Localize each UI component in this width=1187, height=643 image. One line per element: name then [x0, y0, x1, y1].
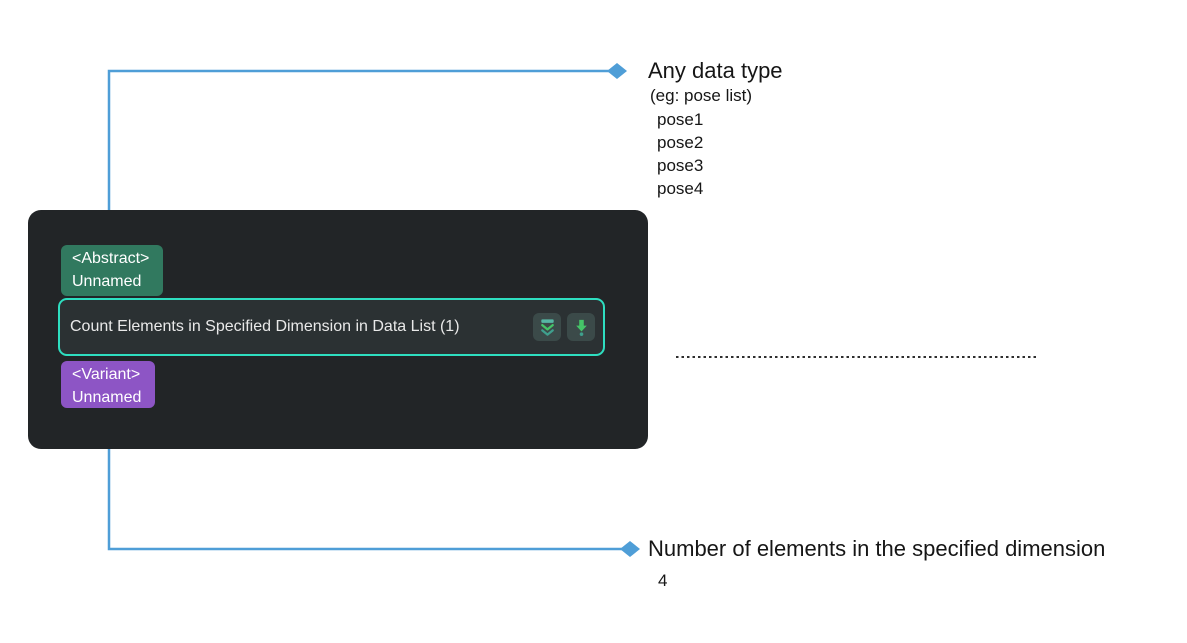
- input-anno-diamond: [607, 63, 627, 79]
- output-port-badge[interactable]: <Variant> Unnamed: [61, 361, 155, 408]
- input-port-badge[interactable]: <Abstract> Unnamed: [61, 245, 163, 296]
- list-item: pose4: [657, 179, 704, 198]
- step-node[interactable]: <Abstract> Unnamed Count Elements in Spe…: [28, 210, 648, 449]
- input-port-name: Unnamed: [72, 273, 142, 290]
- input-annotation-subtitle: (eg: pose list): [650, 86, 753, 105]
- output-annotation-value: 4: [658, 571, 668, 590]
- list-item: pose1: [657, 110, 704, 129]
- output-annotation: Number of elements in the specified dime…: [648, 535, 1105, 592]
- insert-output-button[interactable]: [567, 313, 595, 341]
- node-title: Count Elements in Specified Dimension in…: [70, 318, 460, 335]
- arrow-down-dot-icon: [572, 318, 591, 337]
- output-port-name: Unnamed: [72, 389, 142, 406]
- expand-parameters-button[interactable]: [533, 313, 561, 341]
- double-chevron-down-icon: [538, 318, 557, 337]
- input-connector-line: [107, 69, 617, 231]
- node-title-bar[interactable]: Count Elements in Specified Dimension in…: [58, 298, 605, 356]
- input-port-type: <Abstract>: [72, 250, 150, 267]
- output-anno-diamond: [620, 541, 640, 557]
- list-item: pose2: [657, 133, 704, 152]
- output-port-type: <Variant>: [72, 366, 141, 383]
- output-annotation-title: Number of elements in the specified dime…: [648, 536, 1106, 561]
- input-annotation: Any data type (eg: pose list) pose1 pose…: [648, 57, 783, 200]
- input-annotation-title: Any data type: [648, 58, 783, 83]
- list-item: pose3: [657, 156, 704, 175]
